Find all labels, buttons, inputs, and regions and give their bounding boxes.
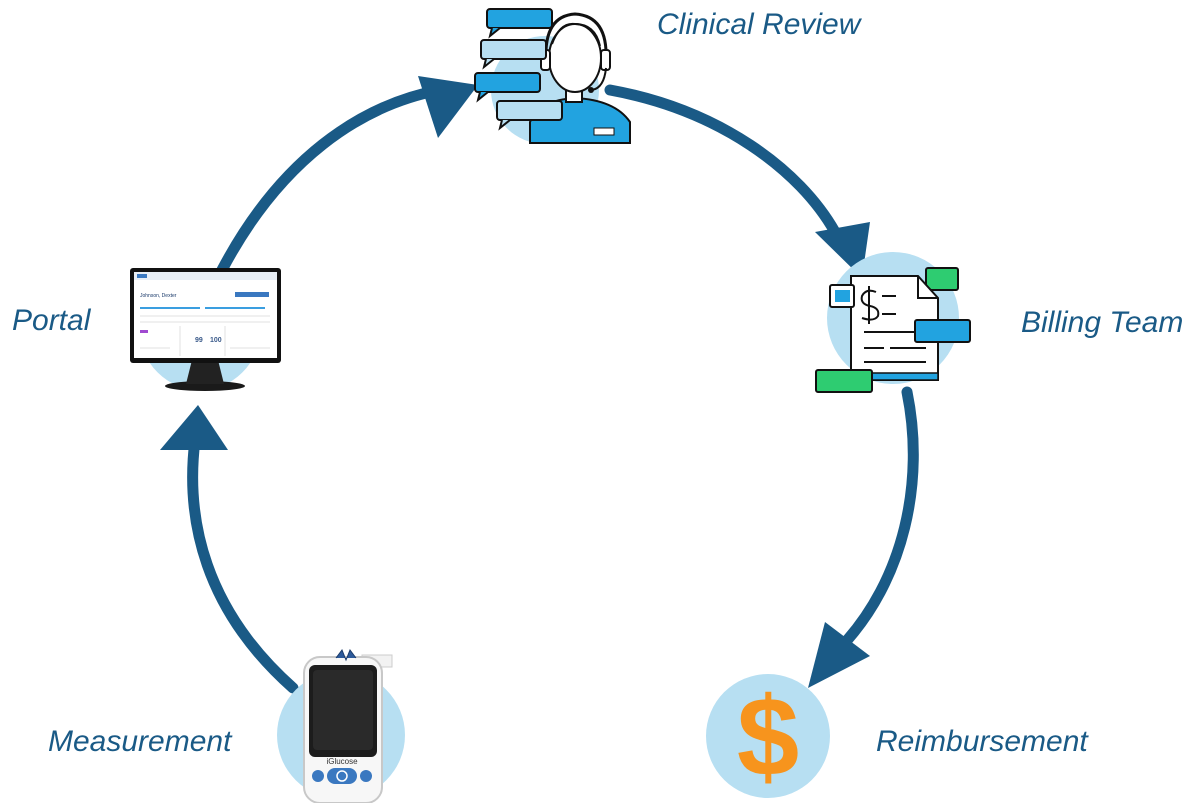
portal-reading-2: 100 [210,337,222,344]
invoice-document-icon [815,252,971,393]
portal-patient-name: Johnson, Dexter [140,293,177,299]
dollar-sign-icon: $ [706,674,830,799]
arrow-portal-to-clinical [216,84,446,276]
device-brand: iGlucose [326,757,358,766]
label-clinical-review: Clinical Review [657,8,861,41]
cycle-arrows [160,76,919,694]
arrow-measurement-to-portal [187,434,299,694]
arrowhead-reimbursement [808,622,870,688]
computer-monitor-icon: Johnson, Dexter 99 100 [130,268,281,391]
label-billing-team: Billing Team [1021,306,1184,339]
arrow-billing-to-reimbursement [834,386,919,654]
portal-reading-1: 99 [195,337,203,344]
arrowhead-portal [160,405,228,450]
glucose-meter-icon: iGlucose [277,648,405,803]
dollar-symbol: $ [737,674,799,799]
arrow-clinical-to-billing [604,84,841,238]
arrowhead-clinical [418,76,478,138]
agent-headset-icon [474,8,631,144]
label-measurement: Measurement [48,725,232,758]
label-portal: Portal [12,304,91,337]
label-reimbursement: Reimbursement [876,725,1088,758]
